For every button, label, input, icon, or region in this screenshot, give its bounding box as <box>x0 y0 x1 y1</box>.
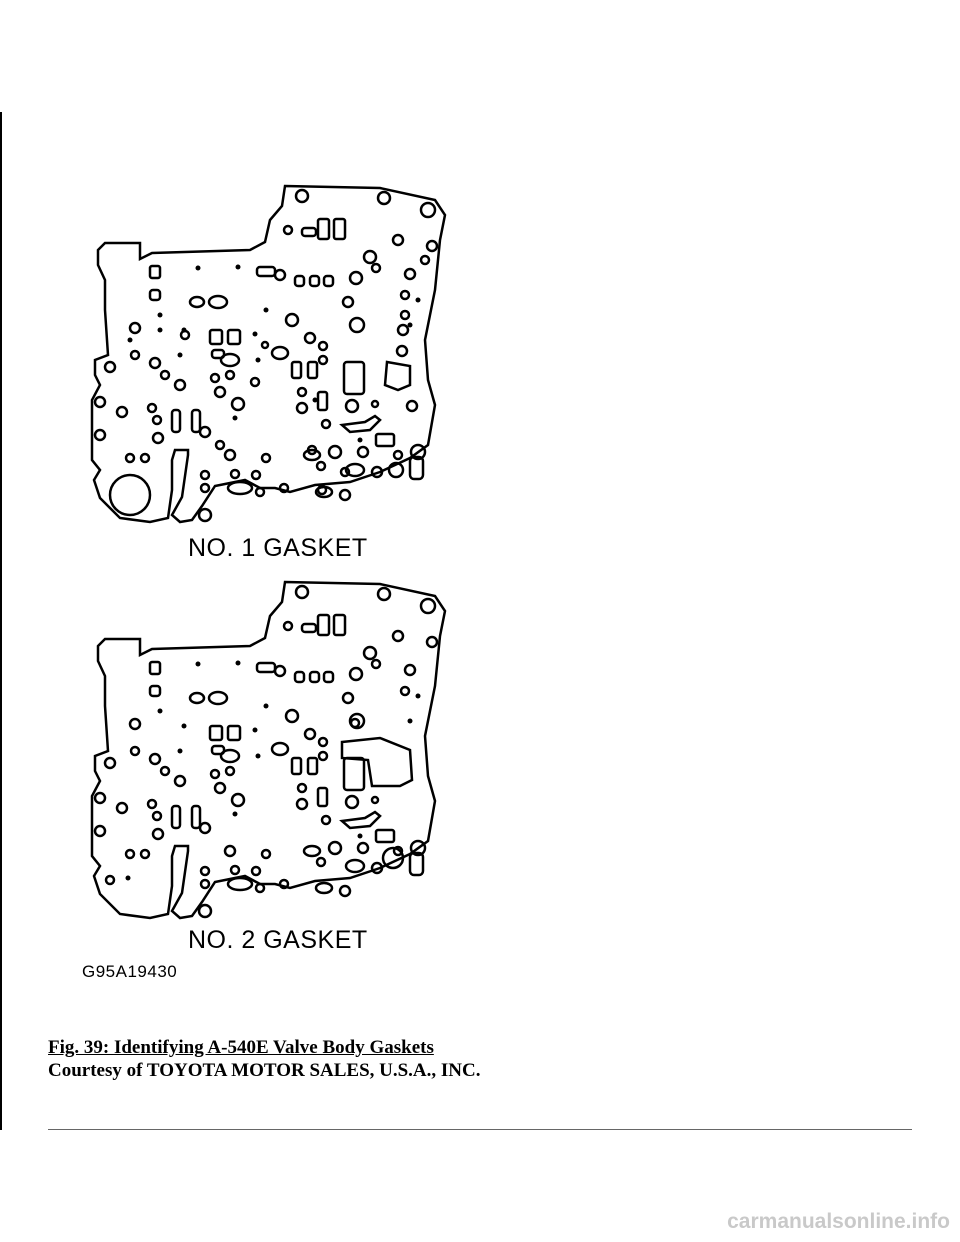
gasket-figure: NO. 1 GASKET NO. 2 GASKET G95A19430 <box>80 170 480 990</box>
gasket-1-label: NO. 1 GASKET <box>188 534 368 562</box>
bottom-divider <box>48 1129 912 1130</box>
caption-title: Fig. 39: Identifying A-540E Valve Body G… <box>48 1037 434 1058</box>
figure-code: G95A19430 <box>82 962 178 981</box>
gasket-2-label: NO. 2 GASKET <box>188 926 368 954</box>
watermark: carmanualsonline.info <box>727 1210 950 1233</box>
gasket-2-drawing <box>90 580 447 920</box>
left-margin-rule <box>0 112 2 1130</box>
gasket-1-drawing <box>90 184 447 524</box>
caption-credit: Courtesy of TOYOTA MOTOR SALES, U.S.A., … <box>48 1060 481 1081</box>
figure-caption: Fig. 39: Identifying A-540E Valve Body G… <box>48 1036 481 1082</box>
